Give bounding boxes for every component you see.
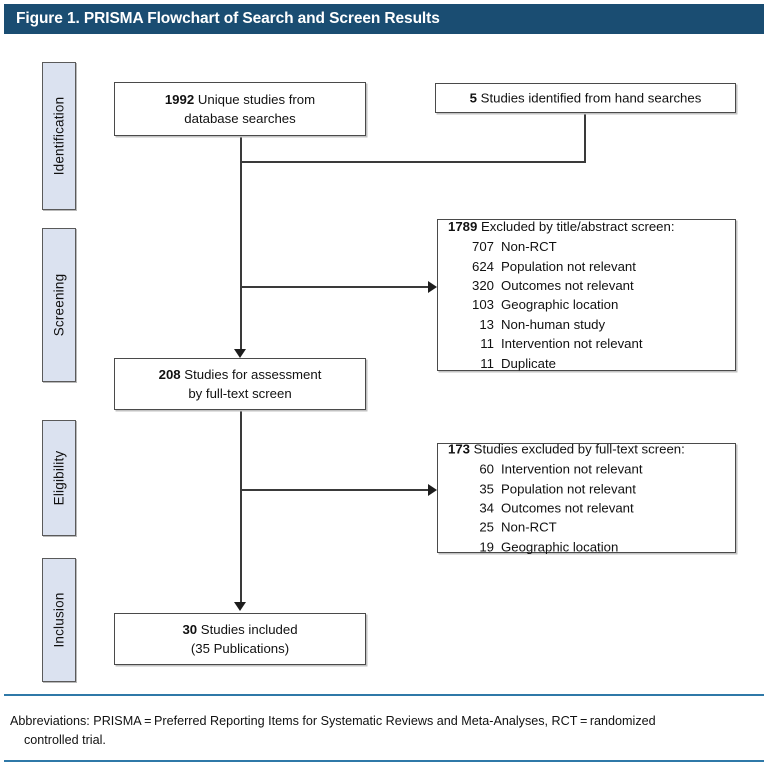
stage-label-screening: Screening bbox=[42, 228, 76, 382]
footnote-line1: Abbreviations: PRISMA = Preferred Report… bbox=[10, 714, 656, 728]
title-abstract-excluded-count: 1789 bbox=[448, 219, 478, 235]
stage-label-identification-text: Identification bbox=[51, 96, 67, 176]
reason-label: Population not relevant bbox=[501, 258, 636, 274]
box-full-text-excluded-content: 173 Studies excluded by full-text screen… bbox=[438, 439, 735, 556]
reason-row: 19 Geographic location bbox=[460, 537, 729, 556]
box-hand-searches: 5 Studies identified from hand searches bbox=[435, 83, 736, 113]
included-count: 30 bbox=[182, 621, 198, 637]
box-full-text-assessed-content: 208 Studies for assessment by full-text … bbox=[115, 365, 365, 403]
reason-count: 60 bbox=[479, 461, 494, 477]
reason-label: Non-RCT bbox=[501, 519, 557, 535]
footnote-rule-top bbox=[4, 694, 764, 696]
reason-count: 103 bbox=[471, 297, 494, 313]
full-text-excluded-heading: Studies excluded by full-text screen: bbox=[470, 441, 685, 457]
connector-hand-to-merge bbox=[584, 113, 586, 162]
connector-spine-lower bbox=[240, 410, 242, 604]
box-title-abstract-excluded: 1789 Excluded by title/abstract screen: … bbox=[437, 219, 736, 371]
stage-label-eligibility: Eligibility bbox=[42, 420, 76, 536]
hand-searches-line1: Studies identified from hand searches bbox=[477, 90, 702, 106]
stage-label-screening-text: Screening bbox=[51, 273, 67, 337]
reason-count: 13 bbox=[479, 316, 494, 332]
reason-count: 624 bbox=[471, 258, 494, 274]
stage-label-inclusion: Inclusion bbox=[42, 558, 76, 682]
connector-merge-horizontal bbox=[240, 161, 586, 163]
full-text-assessed-count: 208 bbox=[158, 366, 181, 382]
reason-label: Non-RCT bbox=[501, 239, 557, 255]
reason-count: 707 bbox=[471, 239, 494, 255]
full-text-assessed-line1: Studies for assessment bbox=[180, 366, 322, 382]
reason-row: 11 Duplicate bbox=[460, 354, 729, 373]
figure-title: Figure 1. PRISMA Flowchart of Search and… bbox=[16, 10, 440, 27]
stage-label-identification: Identification bbox=[42, 62, 76, 210]
reason-row: 35 Population not relevant bbox=[460, 479, 729, 498]
reason-label: Geographic location bbox=[501, 297, 619, 313]
connector-spine-upper bbox=[240, 161, 242, 351]
reason-row: 103 Geographic location bbox=[460, 295, 729, 314]
included-line2: (35 Publications) bbox=[190, 641, 290, 656]
footnote-rule-bottom bbox=[4, 760, 764, 762]
reason-label: Outcomes not relevant bbox=[501, 277, 634, 293]
figure-title-bar: Figure 1. PRISMA Flowchart of Search and… bbox=[4, 4, 764, 34]
title-abstract-excluded-reasons: 707 Non-RCT 624 Population not relevant … bbox=[460, 237, 729, 373]
stage-label-inclusion-text: Inclusion bbox=[51, 592, 67, 648]
connector-db-to-merge bbox=[240, 135, 242, 162]
reason-row: 707 Non-RCT bbox=[460, 237, 729, 256]
stage-label-eligibility-text: Eligibility bbox=[51, 450, 67, 506]
box-database-searches-content: 1992 Unique studies from database search… bbox=[115, 90, 365, 128]
reason-label: Outcomes not relevant bbox=[501, 500, 634, 516]
box-full-text-assessed: 208 Studies for assessment by full-text … bbox=[114, 358, 366, 410]
box-included-content: 30 Studies included (35 Publications) bbox=[115, 620, 365, 658]
box-database-searches: 1992 Unique studies from database search… bbox=[114, 82, 366, 136]
included-line1: Studies included bbox=[197, 621, 298, 637]
reason-count: 35 bbox=[479, 480, 494, 496]
reason-row: 11 Intervention not relevant bbox=[460, 334, 729, 353]
reason-label: Intervention not relevant bbox=[501, 336, 643, 352]
arrow-into-title-abstract-excluded bbox=[428, 281, 437, 293]
full-text-excluded-reasons: 60 Intervention not relevant 35 Populati… bbox=[460, 460, 729, 557]
reason-row: 60 Intervention not relevant bbox=[460, 460, 729, 479]
reason-label: Intervention not relevant bbox=[501, 461, 643, 477]
connector-to-title-abstract-excluded bbox=[240, 286, 430, 288]
full-text-assessed-line2: by full-text screen bbox=[188, 386, 292, 401]
reason-count: 11 bbox=[480, 336, 494, 352]
reason-count: 320 bbox=[471, 277, 494, 293]
reason-row: 34 Outcomes not relevant bbox=[460, 498, 729, 517]
reason-label: Non-human study bbox=[501, 316, 606, 332]
reason-count: 11 bbox=[480, 355, 494, 371]
reason-count: 34 bbox=[479, 500, 494, 516]
reason-label: Geographic location bbox=[501, 539, 619, 555]
reason-row: 624 Population not relevant bbox=[460, 257, 729, 276]
box-included: 30 Studies included (35 Publications) bbox=[114, 613, 366, 665]
footnote: Abbreviations: PRISMA = Preferred Report… bbox=[10, 712, 760, 750]
reason-label: Population not relevant bbox=[501, 480, 636, 496]
reason-label: Duplicate bbox=[501, 355, 556, 371]
reason-count: 19 bbox=[479, 539, 494, 555]
title-abstract-excluded-heading: Excluded by title/abstract screen: bbox=[477, 219, 675, 235]
arrow-into-included bbox=[234, 602, 246, 611]
arrow-into-full-text-excluded bbox=[428, 484, 437, 496]
box-title-abstract-excluded-content: 1789 Excluded by title/abstract screen: … bbox=[438, 217, 735, 373]
box-full-text-excluded: 173 Studies excluded by full-text screen… bbox=[437, 441, 736, 554]
database-searches-count: 1992 bbox=[164, 91, 195, 107]
box-hand-searches-content: 5 Studies identified from hand searches bbox=[436, 88, 735, 107]
database-searches-line2: database searches bbox=[184, 111, 296, 126]
reason-row: 13 Non-human study bbox=[460, 315, 729, 334]
reason-row: 320 Outcomes not relevant bbox=[460, 276, 729, 295]
database-searches-line1: Unique studies from bbox=[194, 91, 316, 107]
connector-to-full-text-excluded bbox=[240, 489, 430, 491]
arrow-into-full-text-assessed bbox=[234, 349, 246, 358]
full-text-excluded-count: 173 bbox=[448, 441, 471, 457]
reason-row: 25 Non-RCT bbox=[460, 518, 729, 537]
footnote-line2: controlled trial. bbox=[24, 732, 106, 747]
reason-count: 25 bbox=[479, 519, 494, 535]
hand-searches-count: 5 bbox=[469, 90, 477, 106]
